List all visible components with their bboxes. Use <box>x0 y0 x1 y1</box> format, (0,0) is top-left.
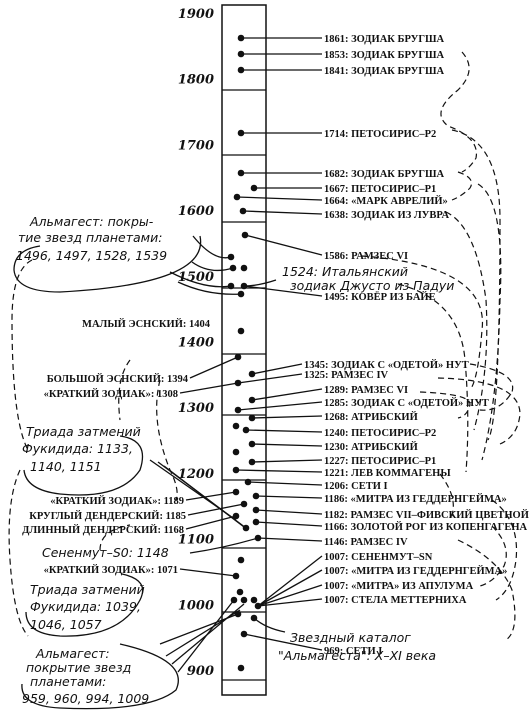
thucydides-triad-2: Триада затмений <box>30 582 145 597</box>
italian-zodiac-note: зодиак Джусто из Падуи <box>290 278 454 293</box>
year-label: 1600 <box>178 204 214 219</box>
left-label: МАЛЫЙ ЭСНСКИЙ: 1404 <box>82 318 211 330</box>
thucydides-triad-2: Фукидида: 1039, <box>30 599 141 614</box>
star-catalog-note: Звездный каталог <box>290 630 411 645</box>
right-label: 1638: ЗОДИАК ИЗ ЛУВРА <box>324 210 449 221</box>
year-label: 900 <box>187 664 214 679</box>
right-label: 1667: ПЕТОСИРИС–Р1 <box>324 184 436 195</box>
note-loops <box>13 235 202 710</box>
almagest-top-note: Альмагест: покры- <box>29 214 154 229</box>
star-catalog-note: "Альмагеста": X–XI века <box>278 648 436 663</box>
right-label: 1586: РАМЗЕС VI <box>324 251 408 262</box>
thucydides-triad-1: 1140, 1151 <box>30 459 102 474</box>
right-label: 1240: ПЕТОСИРИС–Р2 <box>324 428 436 439</box>
timeline-column <box>221 4 267 696</box>
italian-zodiac-note: 1524: Итальянский <box>282 264 408 279</box>
left-label: «КРАТКИЙ ЗОДИАК»: 1071 <box>44 564 178 576</box>
right-label: 1227: ПЕТОСИРИС–Р1 <box>324 456 436 467</box>
right-label: 1861: ЗОДИАК БРУГША <box>324 34 445 45</box>
right-label: 1182: РАМЗЕС VII–ФИВСКИЙ ЦВЕТНОЙ <box>324 509 529 521</box>
left-label: «КРАТКИЙ ЗОДИАК»: 1189 <box>50 495 184 507</box>
right-label: 1853: ЗОДИАК БРУГША <box>324 50 445 61</box>
right-connectors <box>235 37 323 651</box>
thucydides-triad-1: Фукидида: 1133, <box>22 441 133 456</box>
right-label: 1841: ЗОДИАК БРУГША <box>324 66 445 77</box>
senenmut-note: Сененмут–S0: 1148 <box>42 545 169 560</box>
year-label: 1800 <box>178 73 214 88</box>
year-axis: 1900 1800 1700 1600 1500 1400 1300 1200 1100 1000… <box>178 7 214 679</box>
almagest-bottom-note: покрытие звезд <box>26 660 131 675</box>
right-label: 1230: АТРИБСКИЙ <box>324 441 418 453</box>
year-label: 1000 <box>178 598 214 613</box>
dashed-links <box>8 51 521 641</box>
left-label: ДЛИННЫЙ ДЕНДЕРСКИЙ: 1168 <box>22 524 184 536</box>
right-label: 1664: «МАРК АВРЕЛИЙ» <box>324 195 448 207</box>
right-label: 969: СЕТИ I <box>324 646 382 657</box>
right-label: 1186: «МИТРА ИЗ ГЕДДЕРНГЕЙМА» <box>324 493 507 505</box>
left-label: «КРАТКИЙ ЗОДИАК»: 1308 <box>44 388 178 400</box>
right-label: 1682: ЗОДИАК БРУГША <box>324 169 445 180</box>
left-label: КРУГЛЫЙ ДЕНДЕРСКИЙ: 1185 <box>29 510 186 522</box>
right-label: 1166: ЗОЛОТОЙ РОГ ИЗ КОПЕНГАГЕНА <box>324 521 528 533</box>
year-label: 1300 <box>178 401 214 416</box>
handwritten-notes: Альмагест: покры- тие звезд планетами: 1… <box>16 214 454 706</box>
thucydides-triad-2: 1046, 1057 <box>30 617 102 632</box>
left-label: БОЛЬШОЙ ЭСНСКИЙ: 1394 <box>47 373 189 385</box>
almagest-top-note: тие звезд планетами: <box>18 230 162 245</box>
right-label: 1345: ЗОДИАК С «ОДЕТОЙ» НУТ <box>304 359 469 371</box>
right-label: 1285: ЗОДИАК С «ОДЕТОЙ» НУТ <box>324 397 489 409</box>
right-label: 1495: КОВЁР ИЗ БАЙЕ <box>324 290 436 303</box>
right-labels: 1861: ЗОДИАК БРУГША 1853: ЗОДИАК БРУГША … <box>304 34 529 657</box>
year-label: 1500 <box>178 270 214 285</box>
right-label: 1325: РАМЗЕС IV <box>304 370 389 381</box>
right-label: 1007: «МИТРА ИЗ ГЕДДЕРНГЕЙМА» <box>324 565 507 577</box>
almagest-bottom-note: 959, 960, 994, 1009 <box>22 691 149 706</box>
right-label: 1007: «МИТРА» ИЗ АПУЛУМА <box>324 581 474 592</box>
year-label: 1700 <box>178 138 214 153</box>
right-label: 1206: СЕТИ I <box>324 481 388 492</box>
right-label: 1146: РАМЗЕС IV <box>324 537 408 548</box>
almagest-top-note: 1496, 1497, 1528, 1539 <box>16 248 167 263</box>
right-label: 1289: РАМЗЕС VI <box>324 385 408 396</box>
right-label: 1007: СЕНЕНМУТ–SN <box>324 552 433 563</box>
almagest-bottom-note: планетами: <box>30 674 106 689</box>
year-label: 1900 <box>178 7 214 22</box>
year-label: 1100 <box>178 533 214 548</box>
right-label: 1714: ПЕТОСИРИС–Р2 <box>324 129 436 140</box>
almagest-bottom-note: Альмагест: <box>35 646 110 661</box>
thucydides-triad-1: Триада затмений <box>26 424 141 439</box>
right-label: 1268: АТРИБСКИЙ <box>324 411 418 423</box>
year-label: 1400 <box>178 336 214 351</box>
right-label: 1007: СТЕЛА МЕТТЕРНИХА <box>324 595 467 606</box>
year-label: 1200 <box>178 467 214 482</box>
left-labels: МАЛЫЙ ЭСНСКИЙ: 1404 БОЛЬШОЙ ЭСНСКИЙ: 139… <box>22 318 211 576</box>
right-label: 1221: ЛЕВ КОММАГЕНЫ <box>324 468 451 479</box>
left-connectors <box>149 235 286 673</box>
